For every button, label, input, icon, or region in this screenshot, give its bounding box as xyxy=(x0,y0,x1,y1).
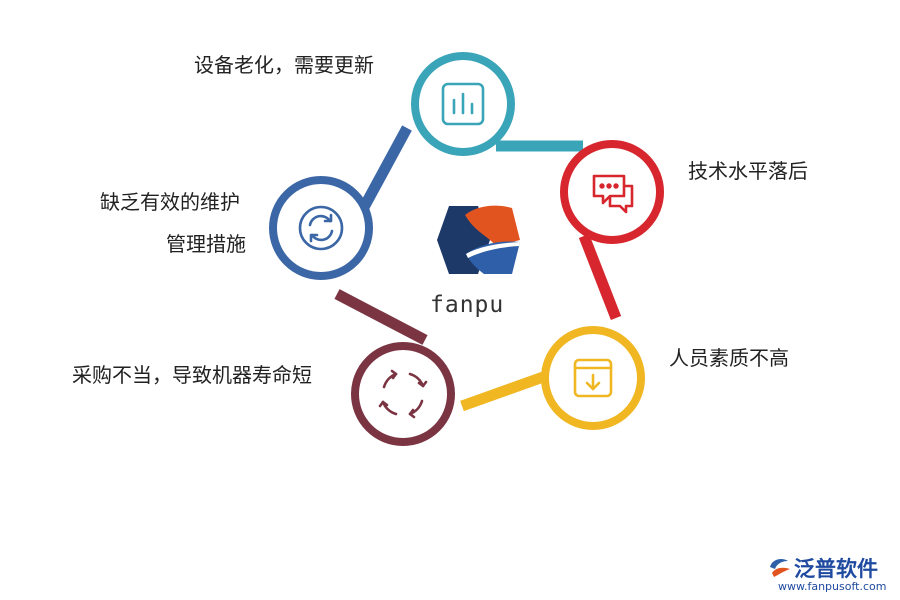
chat-bubbles-icon xyxy=(592,174,634,214)
label-right-top: 技术水平落后 xyxy=(688,159,808,183)
watermark-url: www.fanpusoft.com xyxy=(778,580,887,593)
node-left-top xyxy=(269,176,373,280)
refresh-arrows-icon xyxy=(378,369,428,419)
watermark: 泛普软件 www.fanpusoft.com xyxy=(766,553,896,597)
label-left-bottom: 采购不当，导致机器寿命短 xyxy=(72,363,312,387)
label-right-bottom: 人员素质不高 xyxy=(669,346,789,370)
node-right-bottom xyxy=(541,326,645,430)
sync-icon xyxy=(298,205,344,251)
bar-chart-icon xyxy=(441,82,485,126)
label-left-top-line2: 管理措施 xyxy=(166,232,246,256)
node-top xyxy=(411,52,515,156)
connector-right-bottom-to-left-bottom xyxy=(460,370,548,412)
center-brand-text: fanpu xyxy=(430,292,505,318)
label-top: 设备老化，需要更新 xyxy=(194,53,374,77)
center-logo xyxy=(437,205,520,274)
brand-logo-icon xyxy=(770,559,790,577)
connector-left-bottom-to-left-top xyxy=(334,289,428,345)
connector-right-top-to-right-bottom xyxy=(578,234,622,320)
download-box-icon xyxy=(573,358,613,398)
watermark-name: 泛普软件 xyxy=(794,557,878,581)
node-right-top xyxy=(560,140,664,244)
node-left-bottom xyxy=(351,342,455,446)
label-left-top-line1: 缺乏有效的维护 xyxy=(100,190,240,214)
